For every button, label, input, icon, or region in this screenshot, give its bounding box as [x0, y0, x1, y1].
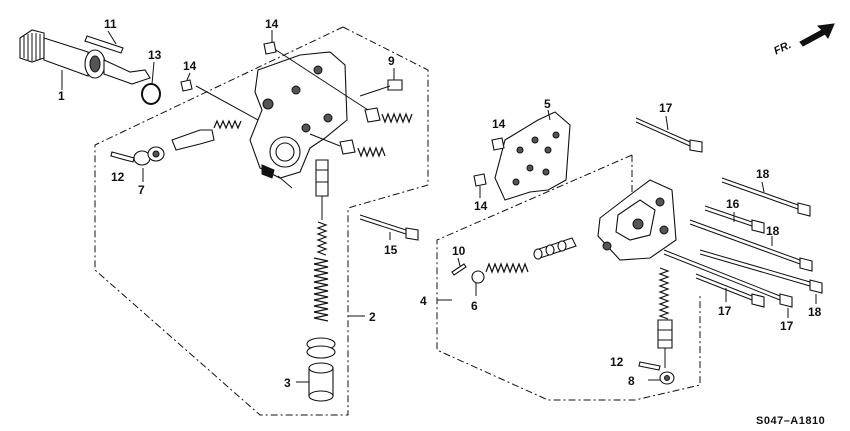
- label-9: 9: [388, 54, 395, 68]
- label-10: 10: [452, 244, 466, 258]
- part-17-bolt-top: [635, 115, 703, 153]
- lower-vertical-stack: [638, 267, 675, 385]
- vertical-valve-stack: [296, 159, 336, 402]
- label-7: 7: [138, 183, 145, 197]
- label-18-b: 18: [766, 224, 780, 238]
- part-labels: 1 11 13 14 14 9 12 7 14 15 2 3 5 14 10 6…: [58, 17, 822, 390]
- label-4: 4: [420, 294, 427, 308]
- part-5-separator-plate: [494, 109, 571, 201]
- part-9-bolt: [359, 68, 403, 97]
- label-2: 2: [369, 310, 376, 324]
- diagram-code: S047–A1810: [756, 415, 825, 427]
- label-18-a: 18: [756, 167, 770, 181]
- part-14-pin-a: [263, 30, 277, 55]
- label-17-a: 17: [659, 101, 673, 115]
- lower-valves-and-springs: [437, 237, 577, 301]
- label-16: 16: [726, 197, 740, 211]
- part-14-pin-b: [180, 72, 193, 92]
- label-17-c: 17: [780, 319, 794, 333]
- part-7-cap: [133, 146, 165, 182]
- part-14-pin-c: [491, 137, 505, 151]
- part-15-bolt: [359, 214, 419, 241]
- long-bolts: [663, 177, 823, 318]
- label-11: 11: [104, 17, 117, 31]
- label-14-d: 14: [474, 199, 488, 213]
- label-12-b: 12: [610, 355, 624, 369]
- label-14-b: 14: [183, 59, 197, 73]
- label-14-c: 14: [492, 117, 506, 131]
- part-11-pin: [84, 30, 124, 54]
- part-12-pin-upper: [110, 151, 135, 163]
- label-14-a: 14: [265, 17, 279, 31]
- label-17-b: 17: [718, 304, 732, 318]
- label-1: 1: [58, 89, 65, 103]
- label-8: 8: [628, 374, 635, 388]
- front-direction-arrow: [799, 23, 835, 47]
- label-15: 15: [384, 243, 398, 257]
- label-5: 5: [544, 97, 551, 111]
- upper-valves-and-springs: [171, 49, 413, 158]
- front-direction-label: FR.: [772, 39, 793, 57]
- part-14-pin-d: [473, 173, 487, 198]
- part-valve-body-lower: [597, 179, 677, 261]
- label-6: 6: [471, 299, 478, 313]
- part-1-shaft: [19, 29, 151, 90]
- label-3: 3: [284, 376, 291, 390]
- label-18-c: 18: [808, 305, 822, 319]
- part-valve-body-upper: [249, 51, 348, 189]
- label-13: 13: [148, 48, 162, 62]
- part-13-o-ring: [141, 61, 161, 105]
- label-12-a: 12: [111, 170, 125, 184]
